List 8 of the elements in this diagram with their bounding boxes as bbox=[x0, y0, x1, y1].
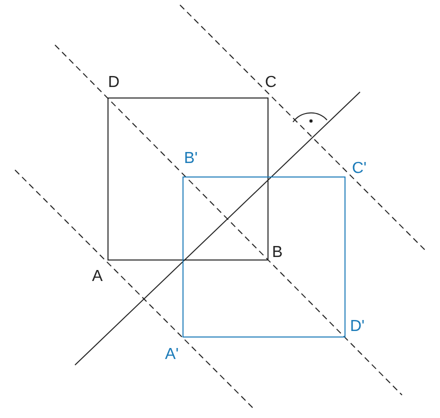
point-label: C bbox=[265, 74, 277, 92]
point-label: A' bbox=[165, 346, 179, 364]
point-label: D bbox=[108, 74, 120, 92]
point-label: D' bbox=[350, 318, 365, 336]
point-label: B bbox=[272, 244, 283, 262]
point-label: A bbox=[92, 268, 103, 286]
point-label: B' bbox=[184, 150, 198, 168]
point-label: C' bbox=[352, 160, 367, 178]
